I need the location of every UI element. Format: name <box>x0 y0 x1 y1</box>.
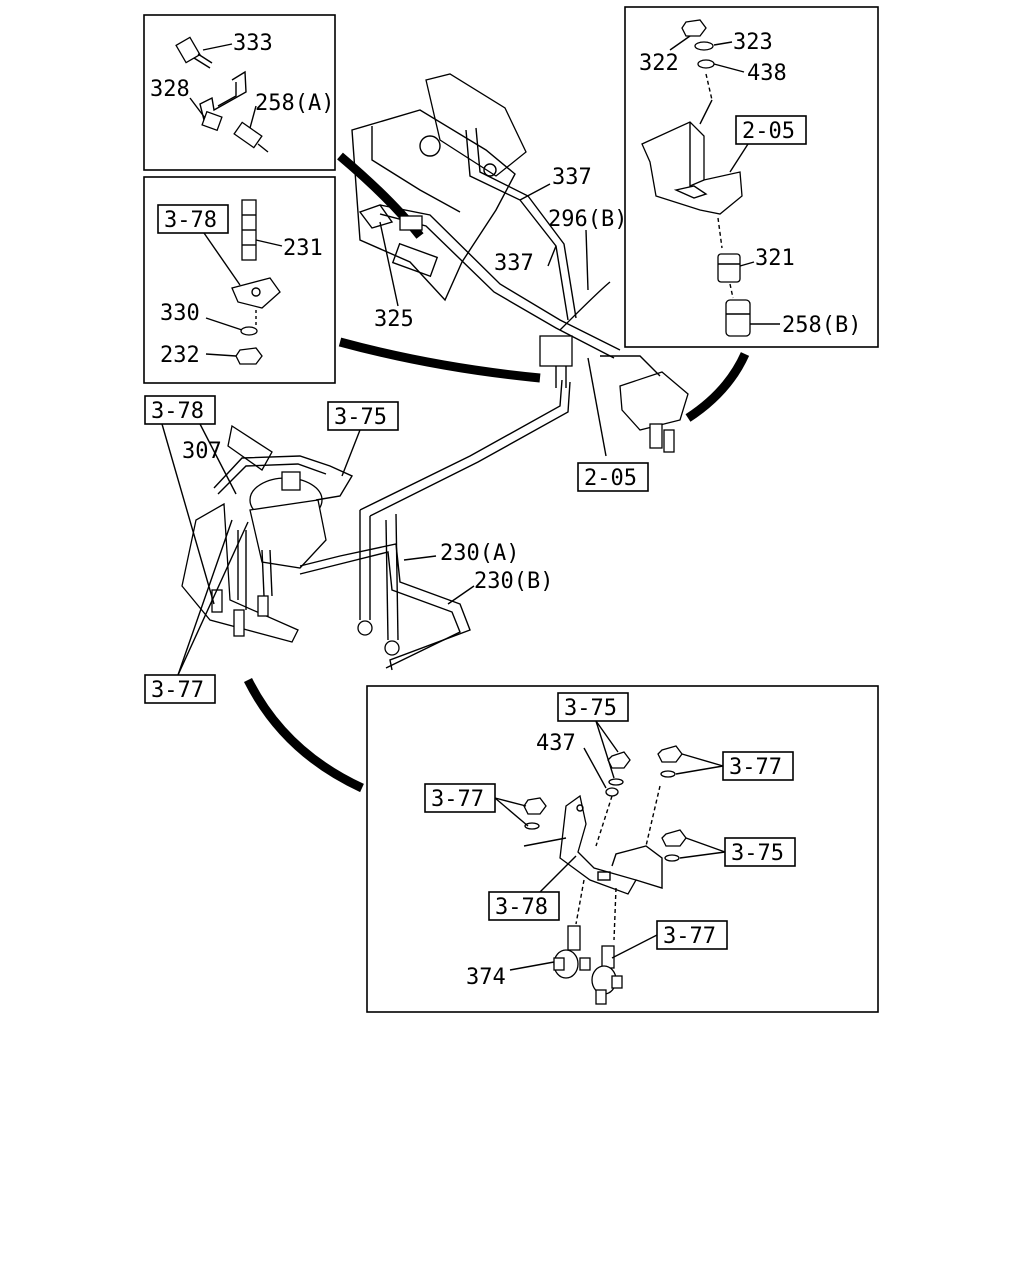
part-label-333: 333 <box>233 31 273 56</box>
ref-box <box>557 692 629 722</box>
part-label-296b: 296(B) <box>548 207 627 232</box>
callout-arc-4 <box>243 677 364 793</box>
detail-frame <box>143 14 336 171</box>
ref-label-3-77-detail-left: 3-77 <box>431 787 484 812</box>
ref-label-3-77-detail-bottom: 3-77 <box>663 924 716 949</box>
nut-right-2-shape <box>661 829 687 847</box>
part-label-307: 307 <box>182 439 222 464</box>
washer-330-shape <box>240 326 258 336</box>
ref-label-3-77-detail-right: 3-77 <box>729 755 782 780</box>
part-label-437: 437 <box>536 731 576 756</box>
nut-322-shape <box>681 19 707 37</box>
ref-label-2-05-main: 2-05 <box>584 466 637 491</box>
reservoir-arm-shape <box>227 424 273 471</box>
ref-box <box>327 401 399 431</box>
detail-box-valve-bracket: 323 322 438 2-05 321 258(B) <box>624 6 879 348</box>
ref-box <box>144 395 216 425</box>
part-label-438: 438 <box>747 61 787 86</box>
bolt-333-shape <box>175 36 213 69</box>
part-label-325: 325 <box>374 307 414 332</box>
fitting-321-shape <box>717 253 741 283</box>
main-upper-assembly: 337 337 296(B) 325 2-05 <box>351 73 689 492</box>
ref-label-3-78-main: 3-78 <box>151 399 204 424</box>
ref-label-3-78: 3-78 <box>164 208 217 233</box>
part-label-230a: 230(A) <box>440 541 519 566</box>
fitting-258b-shape <box>725 299 751 337</box>
part-label-330: 330 <box>160 301 200 326</box>
part-label-321: 321 <box>755 246 795 271</box>
ref-label-3-75-detail-right: 3-75 <box>731 841 784 866</box>
ref-label-3-75-main: 3-75 <box>334 405 387 430</box>
part-label-230b: 230(B) <box>474 569 553 594</box>
part-label-232: 232 <box>160 343 200 368</box>
nut-232-shape <box>235 347 263 365</box>
ref-label-3-78-detail: 3-78 <box>495 895 548 920</box>
ref-box <box>157 204 229 234</box>
ref-label-3-75-detail-top: 3-75 <box>564 696 617 721</box>
ref-box <box>488 891 560 921</box>
part-label-328: 328 <box>150 77 190 102</box>
bracket-plate-shape <box>231 277 281 309</box>
junction-block-shape <box>539 335 573 367</box>
washer-437-shape <box>605 787 619 797</box>
nut-328-shape <box>201 110 223 132</box>
callout-arc-2 <box>338 337 541 383</box>
ref-label-2-05: 2-05 <box>742 119 795 144</box>
callout-arc-3 <box>685 352 750 422</box>
washer-323-shape <box>694 41 714 51</box>
detail-frame <box>366 685 879 1013</box>
ref-box <box>735 115 807 145</box>
proportioning-valve-shape <box>619 371 689 431</box>
part-label-323: 323 <box>733 30 773 55</box>
part-label-337-lower: 337 <box>494 251 534 276</box>
nut-right-1-shape <box>657 745 683 763</box>
connector-325-shape <box>399 215 423 231</box>
detail-box-fitting: 333 328 258(A) <box>143 14 336 171</box>
nut-top-shape <box>607 751 631 769</box>
main-lower-assembly: 3-78 3-75 3-77 <box>144 379 571 704</box>
part-label-322: 322 <box>639 51 679 76</box>
detail-box-union-bracket: 3-75 3-77 3-77 3-75 3-78 3-77 <box>366 685 879 1013</box>
ref-label-3-77-main: 3-77 <box>151 678 204 703</box>
detail-box-stud: 3-78 231 330 232 <box>143 176 336 384</box>
ref-box <box>577 462 649 492</box>
part-label-258a: 258(A) <box>255 91 334 116</box>
nut-left-shape <box>523 797 547 815</box>
bracket-shape <box>199 70 247 127</box>
part-label-258b: 258(B) <box>782 313 861 338</box>
part-label-337-upper: 337 <box>552 165 592 190</box>
detail-frame <box>624 6 879 348</box>
pedal-plate-shape <box>425 73 527 177</box>
washer-438-shape <box>697 59 715 69</box>
fitting-258a-shape <box>233 121 263 149</box>
ref-box <box>144 674 216 704</box>
part-label-231: 231 <box>283 236 323 261</box>
part-label-374: 374 <box>466 965 506 990</box>
detail-frame <box>143 176 336 384</box>
valve-bracket-shape <box>641 121 743 215</box>
